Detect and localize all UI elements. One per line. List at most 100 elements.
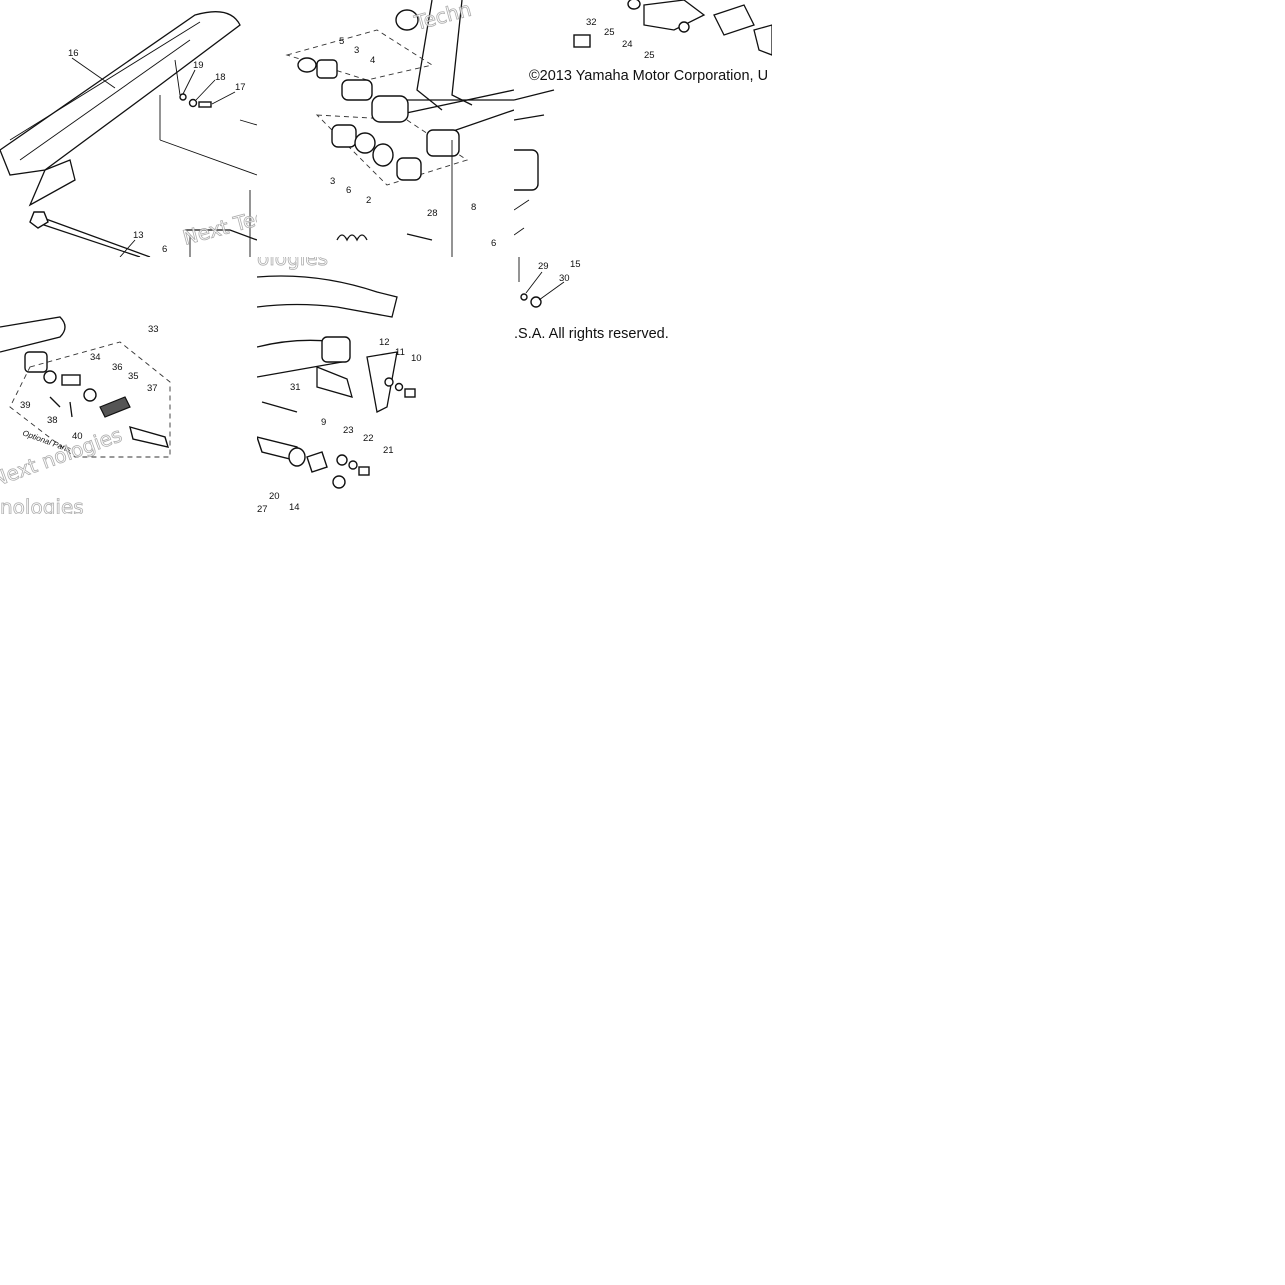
callout-4: 4 — [370, 55, 375, 66]
callout-33: 33 — [148, 324, 159, 335]
callout-22: 22 — [363, 433, 374, 444]
swingarm-edge — [514, 89, 555, 101]
watermark-text: Next nologies — [0, 422, 125, 491]
callout-12: 12 — [379, 337, 390, 348]
pin-31 — [261, 401, 298, 413]
callout-25: 25 — [604, 27, 615, 38]
callout-34: 34 — [90, 352, 101, 363]
callout-27: 27 — [257, 504, 268, 514]
mounting-block — [24, 351, 48, 373]
callout-15: 15 — [570, 259, 581, 270]
diagram-tile-rear-arm: 32 25 24 25 4 7 26 ©2013 Yamaha Motor Co… — [514, 0, 772, 257]
rear-plate-edge — [753, 24, 772, 56]
callout-leader — [211, 91, 236, 105]
axle-shaft-lower — [34, 221, 141, 257]
washer-11 — [394, 382, 404, 392]
callout-29: 29 — [538, 261, 549, 272]
callout-8: 8 — [471, 202, 476, 213]
callout-25-lower: 25 — [644, 50, 655, 61]
leader-line — [514, 199, 530, 211]
leader-line — [514, 227, 525, 236]
rear-plate — [713, 4, 755, 36]
bracket-block — [321, 336, 351, 363]
copyright-line-1: ©2013 Yamaha Motor Corporation, U — [529, 68, 769, 84]
footpeg-rubber-35 — [99, 396, 131, 418]
washer-23 — [336, 454, 348, 466]
nut-27 — [332, 475, 346, 489]
watermark-text-2: nologies — [0, 495, 84, 514]
leader-line — [174, 59, 181, 96]
washer-25-lower — [678, 21, 690, 33]
washer-36 — [83, 388, 97, 402]
callout-38: 38 — [47, 415, 58, 426]
callout-31: 31 — [290, 382, 301, 393]
callout-28: 28 — [427, 208, 438, 219]
bracket-34 — [61, 374, 81, 386]
washer-20 — [288, 447, 306, 467]
washer-6a — [354, 132, 376, 154]
callout-3: 3 — [354, 45, 359, 56]
diagram-tile-chain-guard: 16 19 18 17 13 6 Next Tec — [0, 0, 257, 257]
callout-leader — [182, 69, 196, 95]
callout-23: 23 — [343, 425, 354, 436]
chain-guard-drawing: 16 19 18 17 13 6 Next Tec — [0, 11, 257, 257]
axle-shaft — [34, 214, 151, 257]
fastener-32 — [573, 34, 591, 48]
chain-guard-outline — [0, 11, 241, 176]
plate-14 — [306, 451, 328, 473]
washer-29 — [520, 293, 528, 301]
diagram-tile-chain-adjuster: 29 15 30 .S.A. All rights reserved. — [514, 257, 772, 514]
washer-18 — [188, 98, 198, 108]
frame-tube-left — [416, 0, 443, 111]
bolt-28 — [406, 233, 433, 241]
bushing-3-lower — [331, 124, 357, 148]
bracket-24 — [643, 0, 706, 31]
washer-19 — [179, 93, 187, 101]
pivot-bushing — [371, 95, 409, 123]
callout-leader — [195, 79, 216, 101]
bushing-3 — [316, 59, 338, 79]
pin-37 — [129, 425, 170, 448]
diagram-tile-footrest-bracket: 12 11 10 31 9 23 22 21 20 14 27 ologies — [257, 257, 514, 514]
copyright-line-2: .S.A. All rights reserved. — [514, 326, 669, 342]
watermark-text: Next Tec — [180, 205, 257, 250]
callout-17: 17 — [235, 82, 246, 93]
chain-guard-tab — [28, 159, 76, 207]
callout-3-lower: 3 — [330, 176, 335, 187]
nut-30 — [530, 296, 542, 308]
swingarm-pivot-drawing: 5 3 4 3 6 2 8 28 6 Techn — [285, 0, 514, 257]
callout-2: 2 — [366, 195, 371, 206]
callout-6: 6 — [162, 244, 167, 255]
washer-25 — [627, 0, 641, 10]
washer-22 — [348, 460, 358, 470]
callout-39: 39 — [20, 400, 31, 411]
callout-leader — [71, 57, 116, 89]
bolt-10 — [404, 388, 416, 398]
adjuster-outline — [185, 229, 257, 241]
leader-line — [239, 119, 257, 126]
bolt-21 — [358, 466, 370, 476]
callout-36: 36 — [112, 362, 123, 373]
washer-6b — [372, 143, 394, 167]
washer-12 — [384, 377, 394, 387]
callout-30: 30 — [559, 273, 570, 284]
chain-adjuster-drawing: 29 15 30 — [518, 257, 581, 308]
diagram-tile-swingarm-pivot: 5 3 4 3 6 2 8 28 6 Techn — [257, 0, 514, 257]
callout-leader — [119, 239, 136, 257]
collar-4 — [341, 79, 373, 101]
callout-14: 14 — [289, 502, 300, 513]
callout-leader — [538, 281, 565, 301]
rear-arm-drawing: 32 25 24 25 4 7 26 — [514, 0, 772, 236]
washer-39 — [43, 370, 57, 384]
bushing-2 — [396, 157, 422, 181]
callout-32: 32 — [586, 17, 597, 28]
callout-5: 5 — [339, 36, 344, 47]
plate-9 — [316, 366, 353, 398]
dashed-assembly-box-lower — [315, 114, 469, 186]
footrest-bracket-drawing: 12 11 10 31 9 23 22 21 20 14 27 ologies — [257, 257, 422, 514]
frame-bracket — [257, 275, 398, 318]
dashed-assembly-box — [285, 29, 434, 81]
footrest-tube — [0, 316, 66, 353]
callout-19: 19 — [193, 60, 204, 71]
watermark-text: ologies — [257, 257, 328, 270]
